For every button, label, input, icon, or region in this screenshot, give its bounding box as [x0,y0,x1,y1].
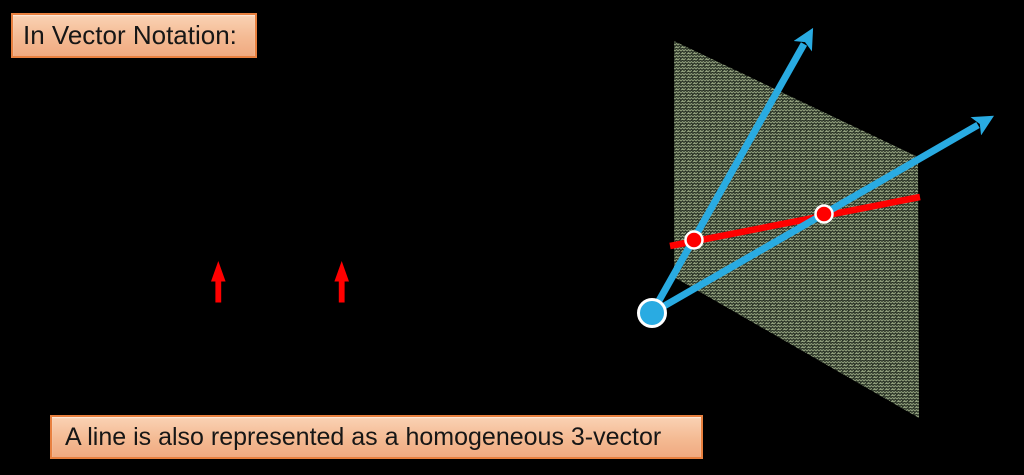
red-up-arrow-icon [334,261,349,303]
caption-text: A line is also represented as a homogene… [65,422,662,451]
red-up-arrow-icon [211,261,226,303]
camera-center-point [637,298,667,328]
caption-box: A line is also represented as a homogene… [50,415,703,459]
title-box: In Vector Notation: [11,13,257,58]
line-on-plane [669,193,921,250]
intersection-point-2 [814,204,834,224]
projection-ray-2 [650,115,995,317]
title-text: In Vector Notation: [23,20,237,50]
projection-ray-1 [648,27,814,315]
intersection-point-1 [684,230,704,250]
